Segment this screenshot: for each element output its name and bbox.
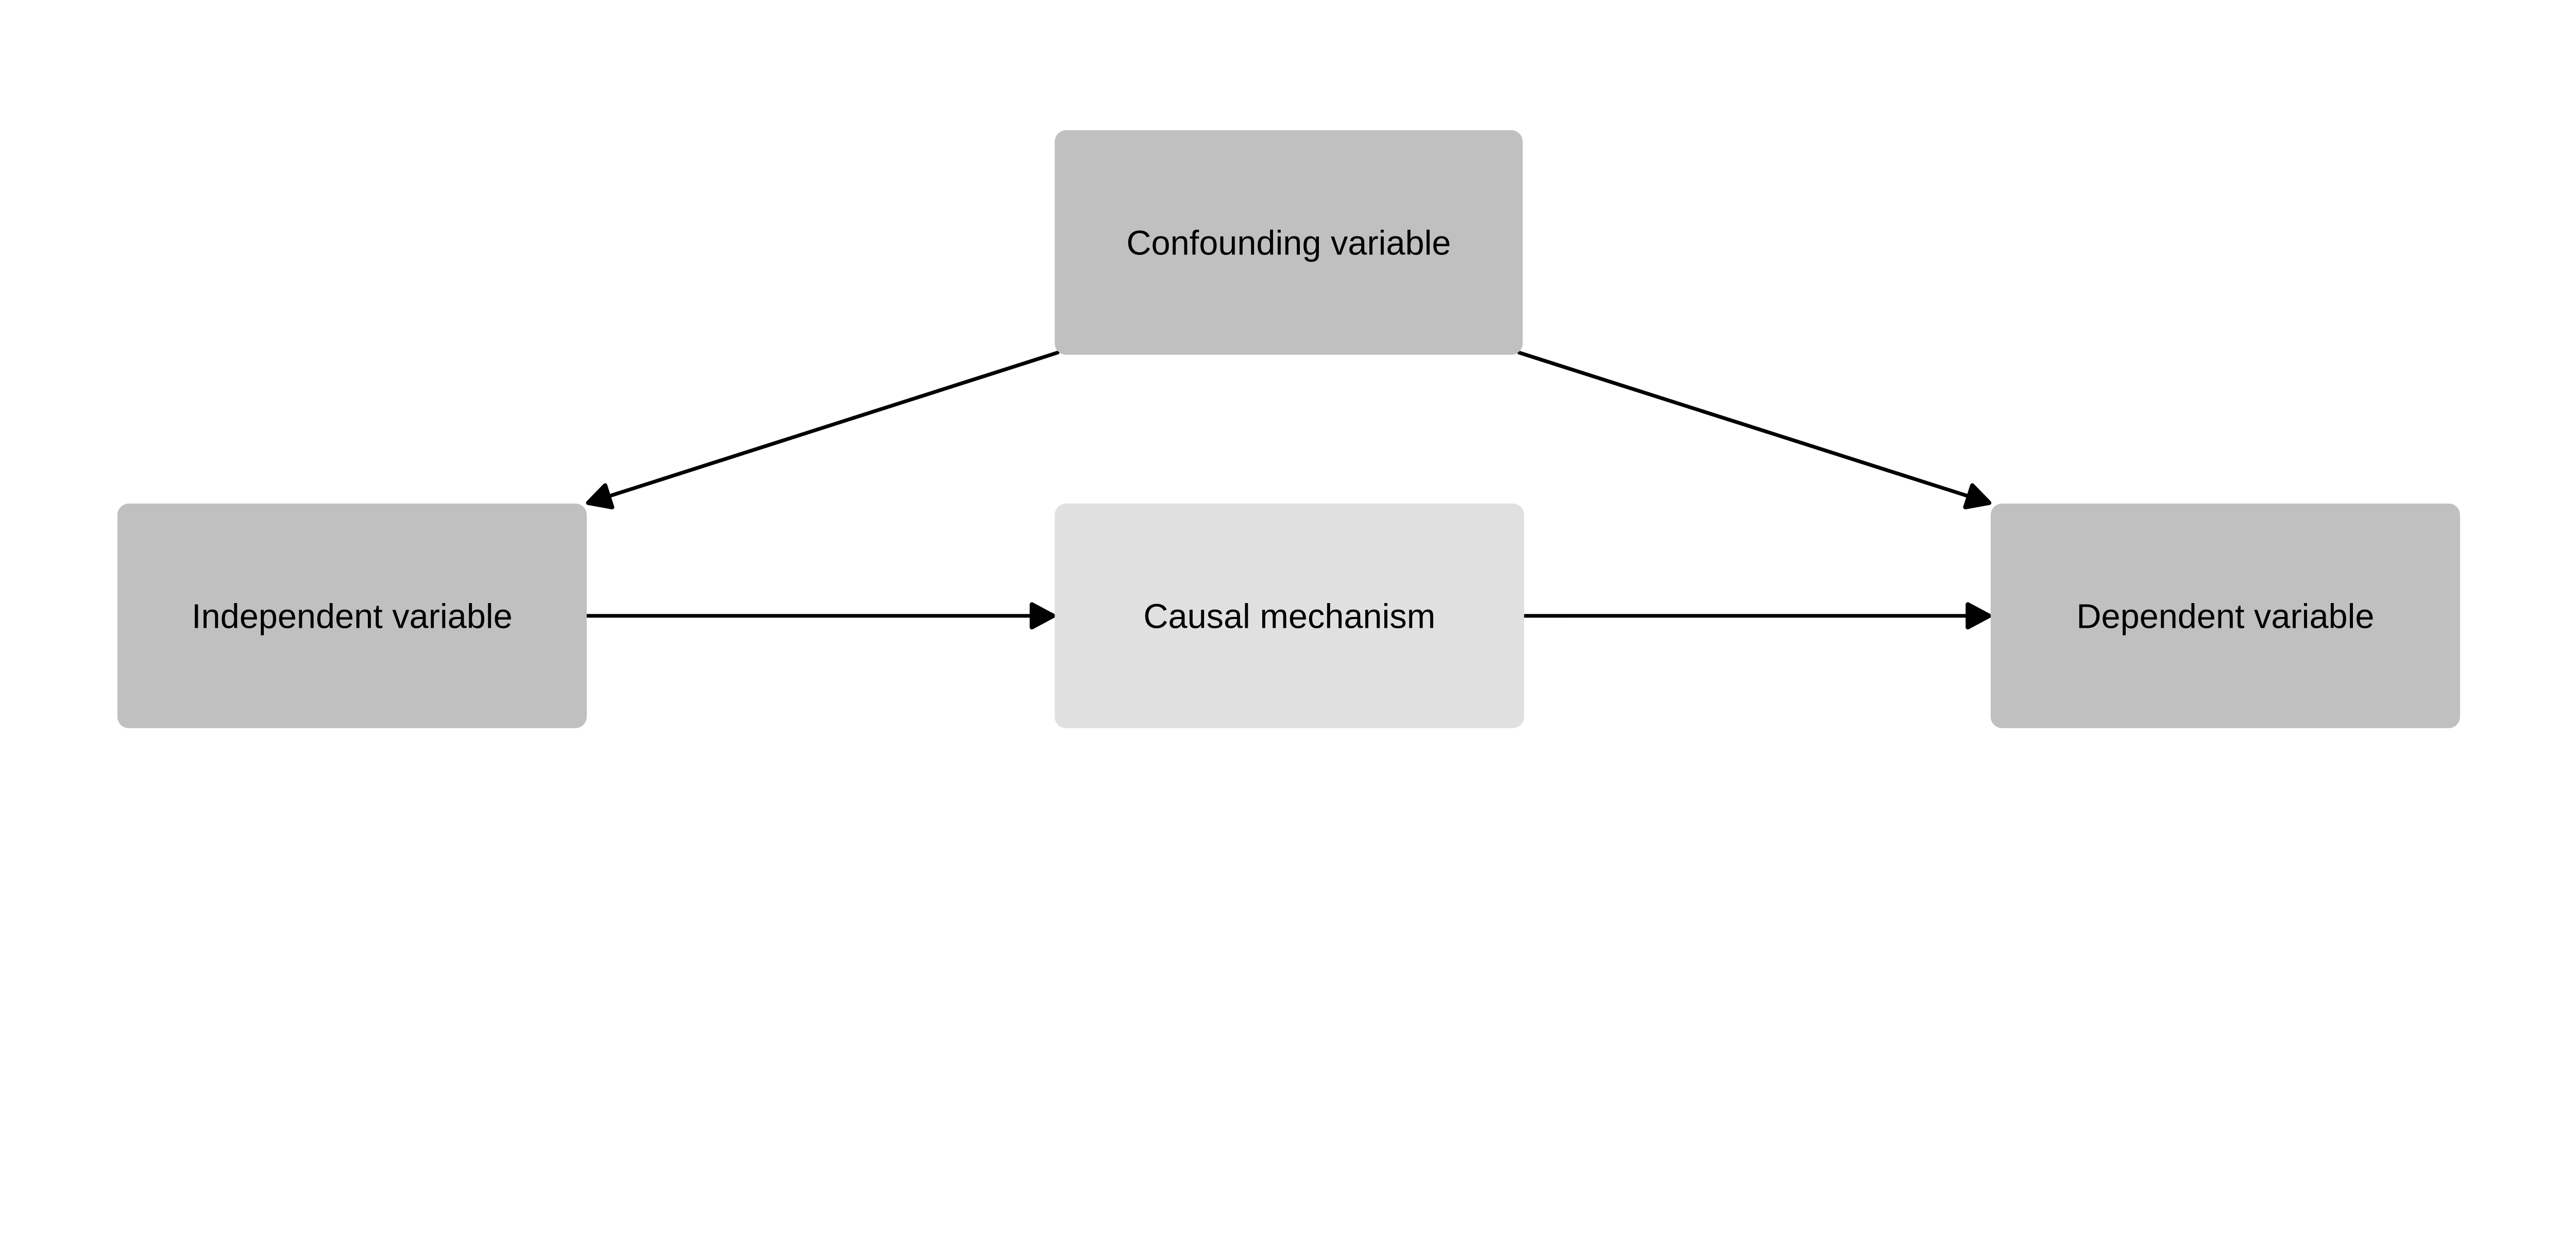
node-dependent-box <box>1990 503 2460 728</box>
node-causal-mechanism: Causal mechanism <box>1055 503 1524 728</box>
edge-confounding-to-dependent <box>1517 351 1992 510</box>
edge-confounding-to-independent <box>586 351 1060 510</box>
diagram-canvas: Confounding variable Independent variabl… <box>117 130 2460 728</box>
node-independent-label: Independent variable <box>192 597 513 636</box>
node-confounding-box <box>1055 130 1523 355</box>
node-independent-box <box>117 503 587 728</box>
node-causal-label: Causal mechanism <box>1143 597 1435 636</box>
node-dependent-variable: Dependent variable <box>1990 503 2460 728</box>
node-causal-box <box>1055 503 1524 728</box>
node-dependent-label: Dependent variable <box>2076 597 2374 636</box>
node-confounding-label: Confounding variable <box>1126 224 1451 262</box>
causal-diagram: Confounding variable Independent variabl… <box>117 130 2460 728</box>
node-independent-variable: Independent variable <box>117 503 587 728</box>
node-confounding-variable: Confounding variable <box>1055 130 1523 355</box>
